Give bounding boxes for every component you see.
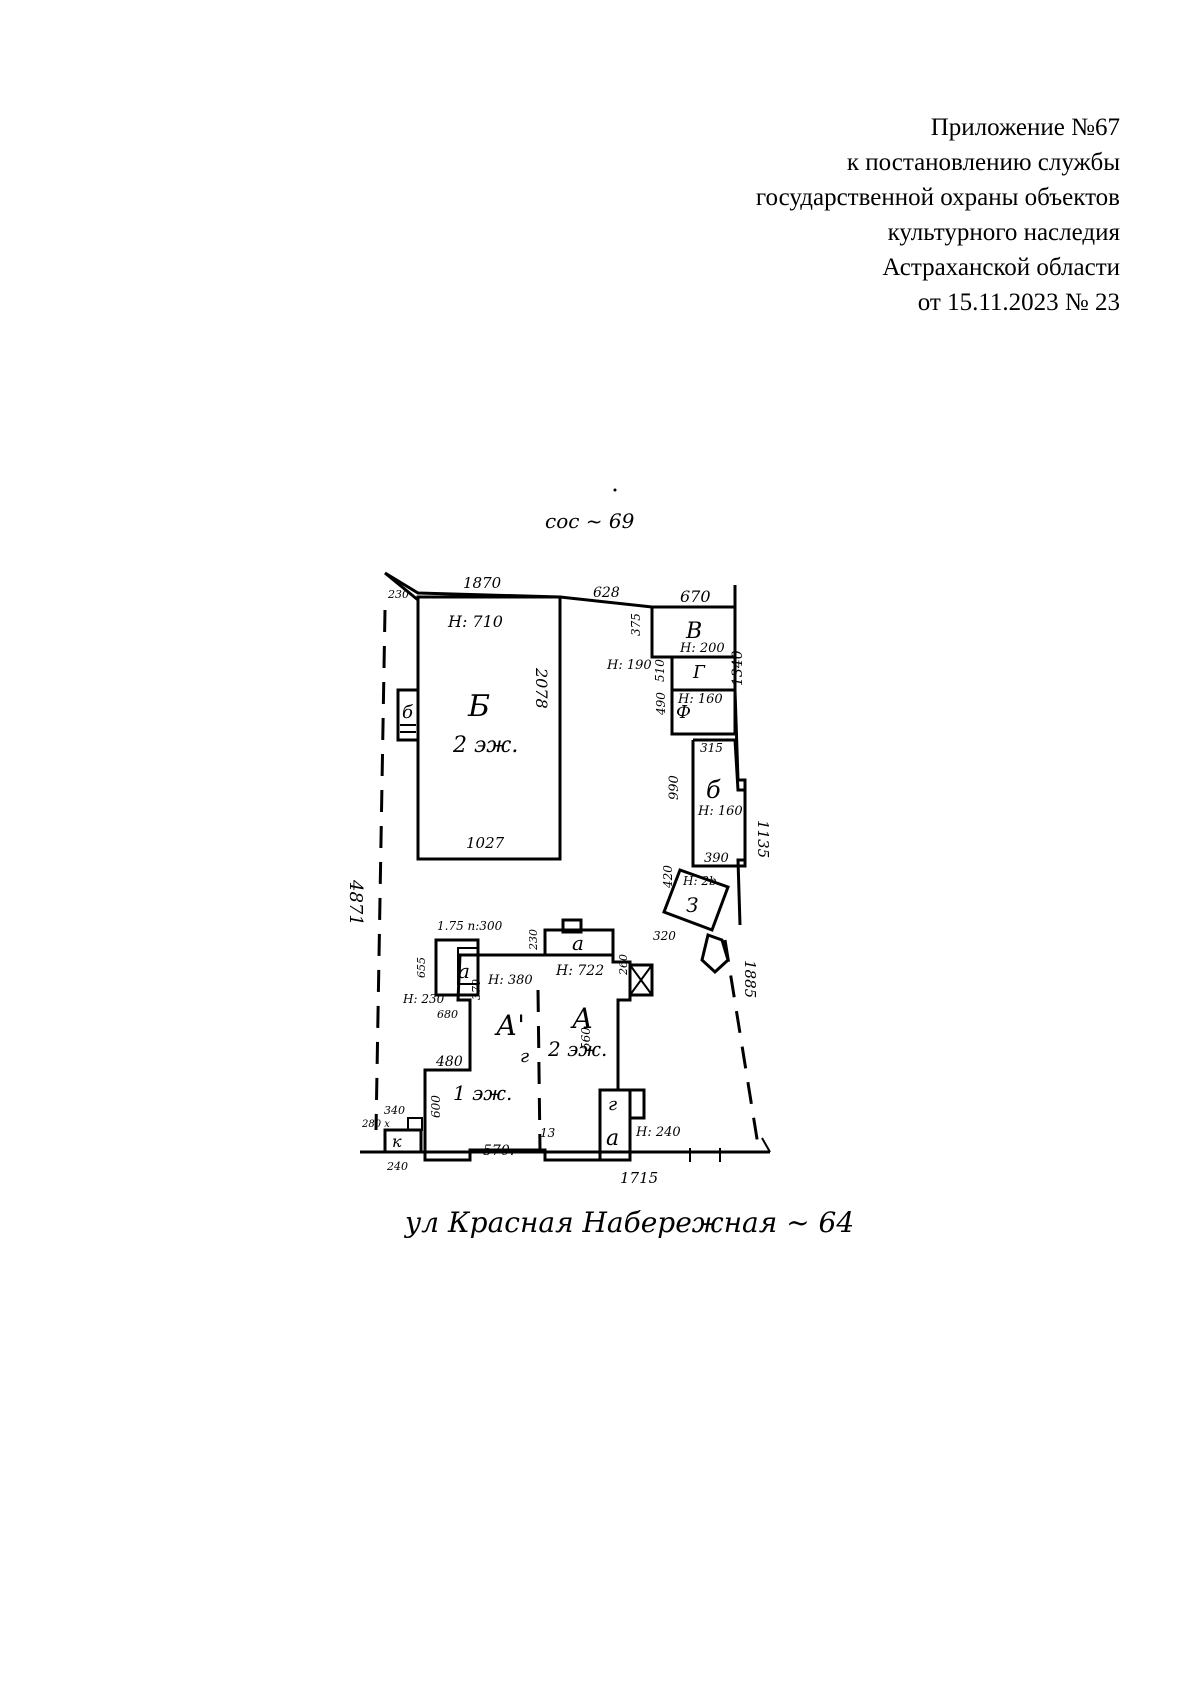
label-k: к (392, 1132, 402, 1151)
appendix-region: Астраханской области (882, 254, 1120, 281)
height-a: H: 722 (555, 963, 604, 979)
label-v: В (685, 619, 702, 644)
appendix-header: Приложение №67 к постановлению службы го… (560, 110, 1120, 320)
label-b-floors: 2 эж. (452, 733, 518, 758)
dim-240: 240 (386, 1160, 408, 1173)
label-e: б (706, 776, 721, 804)
label-a1: А' (494, 1009, 525, 1042)
height-b: H: 710 (447, 612, 503, 631)
building-z (662, 868, 730, 932)
dim-left-side: 4871 (345, 879, 366, 926)
label-a-small: а (572, 931, 584, 955)
height-a2: H: 240 (635, 1125, 681, 1140)
building-a-partition (536, 989, 542, 1151)
label-z: З (686, 893, 698, 917)
building-a-small (543, 928, 615, 957)
building-a-chimney (561, 918, 583, 934)
dim-680: 680 (437, 1008, 458, 1021)
north-caption: сос ~ 69 (545, 509, 635, 533)
boundary-top (384, 571, 737, 609)
height-z: H: 2b (682, 874, 717, 888)
dim-top-left: 1870 (463, 574, 502, 592)
building-a1-inner (457, 947, 479, 985)
tick-3 (761, 1137, 771, 1153)
appendix-authority-2: культурного наследия (887, 219, 1120, 246)
dim-175: 1.75 n:300 (437, 919, 503, 933)
label-g-left: г (520, 1046, 529, 1067)
dim-bottom-mid: 570. (483, 1143, 514, 1159)
appendix-resolution: к постановлению службы (846, 149, 1120, 176)
boundary-left (374, 609, 387, 1131)
dim-top-right: 670 (680, 587, 711, 606)
building-b (416, 595, 562, 861)
label-r-small: г (608, 1094, 617, 1115)
height-v: H: 200 (679, 641, 725, 656)
street-caption: ул Красная Набережная ~ 64 (403, 1206, 854, 1239)
building-f (670, 688, 737, 736)
dim-655: 655 (415, 957, 428, 978)
dim-490: 490 (654, 692, 668, 716)
building-k (383, 1128, 423, 1154)
building-k-porch (407, 1117, 423, 1131)
building-a-lower (598, 1088, 632, 1162)
dim-bottom: 1715 (620, 1169, 658, 1187)
dim-corner: 230 (387, 588, 409, 601)
building-b-porch (396, 688, 420, 742)
dot-mark (613, 488, 617, 492)
dim-280: 280 x (361, 1119, 390, 1130)
dim-600: 600 (429, 1095, 443, 1118)
label-a-left: а (458, 959, 470, 983)
label-b-small: б (402, 702, 414, 723)
dim-320: 320 (653, 929, 676, 943)
height-g: H: 190 (606, 658, 652, 673)
porch-cross-2 (629, 964, 653, 996)
dim-510: 510 (653, 659, 667, 682)
dim-370: 370 (470, 979, 483, 1000)
dim-260: 260 (617, 954, 630, 976)
building-z-annex (700, 933, 730, 975)
dim-390: 390 (704, 851, 729, 866)
dim-315: 315 (700, 741, 723, 755)
height-a1: H: 380 (487, 973, 533, 988)
dim-right-1135: 1135 (754, 820, 772, 858)
dim-480: 480 (435, 1054, 463, 1070)
dim-right-1885: 1885 (741, 960, 759, 998)
label-a-floors: 2 эж. (547, 1037, 607, 1061)
label-a-lower: а (606, 1126, 619, 1151)
dim-340: 340 (384, 1104, 405, 1117)
dim-right-1340: 1340 (730, 650, 746, 686)
corner-line (384, 571, 419, 602)
dim-420: 420 (661, 865, 675, 889)
label-left-floors: 1 эж. (453, 1081, 512, 1105)
height-f: H: 160 (677, 692, 723, 707)
dim-top-mid: 628 (593, 585, 620, 601)
label-f: Ф (676, 702, 691, 723)
appendix-date: от 15.11.2023 № 23 (917, 289, 1120, 316)
label-b: Б (467, 689, 490, 724)
dim-13: 13 (540, 1126, 556, 1140)
label-a-main: А (570, 1002, 593, 1035)
dim-b-bottom: 1027 (466, 834, 505, 852)
appendix-authority: государственной охраны объектов (755, 184, 1120, 211)
height-left: H: 230 (402, 992, 445, 1006)
dim-b-height: 2078 (532, 667, 551, 709)
building-a-lower-porch (628, 1088, 646, 1120)
appendix-number: Приложение №67 (930, 114, 1120, 141)
dim-560: 560 (579, 1027, 593, 1050)
label-g: Г (692, 662, 706, 683)
dim-375: 375 (629, 613, 643, 636)
building-a-right-porch (628, 963, 654, 997)
dim-990: 990 (667, 775, 682, 800)
dim-230: 230 (527, 929, 540, 951)
height-e: H: 160 (697, 804, 743, 819)
